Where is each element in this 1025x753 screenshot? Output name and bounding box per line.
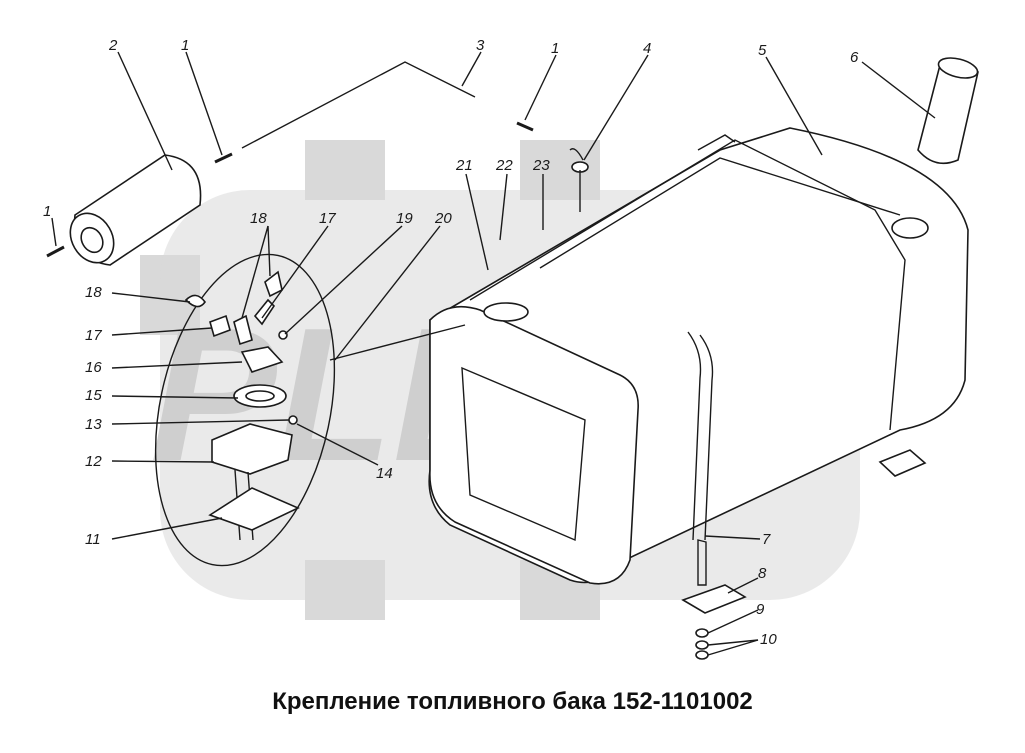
- callout-18-top: 18: [250, 210, 267, 227]
- callout-7: 7: [762, 531, 771, 548]
- callout-4: 4: [643, 40, 651, 57]
- callout-13: 13: [85, 416, 102, 433]
- filter-cylinder: [69, 154, 202, 266]
- callout-1-top: 1: [181, 37, 189, 54]
- callout-1-left: 1: [43, 203, 51, 220]
- callout-11: 11: [85, 531, 101, 548]
- fuel-rod: [241, 61, 476, 149]
- callout-5: 5: [758, 42, 767, 59]
- diagram-caption: Крепление топливного бака 152-1101002: [272, 688, 753, 715]
- fuel-cap: [569, 148, 589, 212]
- level-sensor: [917, 57, 979, 165]
- callout-14: 14: [376, 465, 393, 482]
- leader-lines: [51, 51, 936, 656]
- callout-17-left: 17: [85, 327, 102, 344]
- callout-8: 8: [758, 565, 767, 582]
- callout-16: 16: [85, 359, 102, 376]
- callout-22: 22: [495, 157, 513, 174]
- callout-2: 2: [108, 37, 118, 54]
- callout-20: 20: [434, 210, 452, 227]
- callout-10: 10: [760, 631, 777, 648]
- callout-labels: 2 1 1 3 1 4 5 6 21 22 23 18 17 19 20 18 …: [43, 37, 859, 648]
- callout-19: 19: [396, 210, 413, 227]
- fuel-tank: [428, 127, 969, 586]
- callout-15: 15: [85, 387, 102, 404]
- callout-17-top: 17: [319, 210, 336, 227]
- callout-12: 12: [85, 453, 102, 470]
- callout-21: 21: [455, 157, 473, 174]
- callout-18-left: 18: [85, 284, 102, 301]
- callout-3: 3: [476, 37, 485, 54]
- detail-view: [154, 253, 466, 567]
- callout-1-right: 1: [551, 40, 559, 57]
- callout-23: 23: [532, 157, 550, 174]
- callout-6: 6: [850, 49, 859, 66]
- callout-9: 9: [756, 601, 765, 618]
- pin-parts: [46, 121, 534, 258]
- bracket-hardware: [681, 584, 747, 660]
